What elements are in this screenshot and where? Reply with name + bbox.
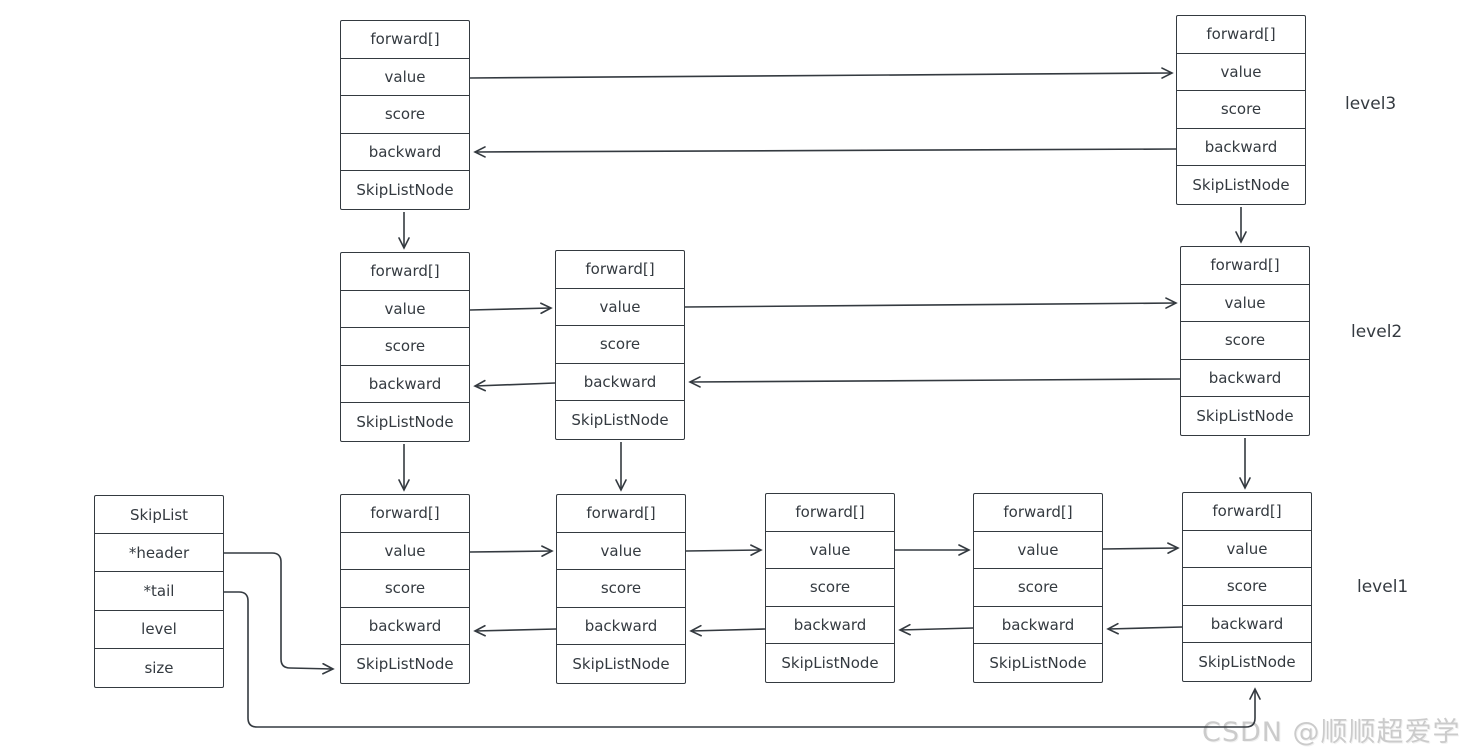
field-forward-array: forward[] xyxy=(341,253,469,291)
label-level2: level2 xyxy=(1351,322,1403,342)
field-backward: backward xyxy=(341,134,469,172)
arrow-level1-forward-col2-col3 xyxy=(685,544,763,556)
arrow-level1-backward-col3-col2 xyxy=(689,624,766,637)
node-level1-col3: forward[] value score backward SkipListN… xyxy=(765,493,895,683)
field-score: score xyxy=(766,569,894,607)
field-score: score xyxy=(341,570,469,608)
field-score: score xyxy=(341,96,469,134)
field-skiplistnode: SkipListNode xyxy=(572,655,670,674)
field-skiplistnode: SkipListNode xyxy=(1198,653,1296,672)
field-skiplistnode: SkipListNode xyxy=(356,413,454,432)
arrow-level1-forward-col1-col2 xyxy=(469,545,554,557)
field-value: value xyxy=(1183,531,1311,569)
field-skiplistnode: SkipListNode xyxy=(781,654,879,673)
field-skiplistnode: SkipListNode xyxy=(356,655,454,674)
field-value: value xyxy=(557,533,685,571)
field-value: value xyxy=(1177,54,1305,92)
field-score: score xyxy=(1177,91,1305,129)
field-backward: backward xyxy=(341,608,469,646)
skiplist-field-level: level xyxy=(95,611,223,649)
field-value: value xyxy=(341,291,469,329)
arrow-level1-backward-col5-col4 xyxy=(1106,622,1183,635)
csdn-watermark: CSDN @顺顺超爱学 xyxy=(1202,717,1461,748)
node-level2-col2: forward[] value score backward SkipListN… xyxy=(555,250,685,440)
skiplist-field-tail: *tail xyxy=(95,572,223,611)
field-backward: backward xyxy=(1177,129,1305,167)
skiplist-title: SkipList xyxy=(95,496,223,535)
field-skiplistnode: SkipListNode xyxy=(1192,176,1290,195)
label-level1: level1 xyxy=(1357,577,1409,597)
field-score: score xyxy=(1183,568,1311,606)
node-level1-col1: forward[] value score backward SkipListN… xyxy=(340,494,470,684)
field-skiplistnode: SkipListNode xyxy=(571,411,669,430)
field-forward-array: forward[] xyxy=(1183,493,1311,531)
field-backward: backward xyxy=(1183,606,1311,644)
field-forward-array: forward[] xyxy=(1181,247,1309,285)
field-skiplistnode: SkipListNode xyxy=(356,181,454,200)
field-value: value xyxy=(974,532,1102,570)
field-score: score xyxy=(974,569,1102,607)
arrow-level1-backward-col4-col3 xyxy=(898,623,974,636)
field-value: value xyxy=(556,289,684,327)
field-score: score xyxy=(557,570,685,608)
arrow-level3-forward xyxy=(469,67,1174,79)
field-backward: backward xyxy=(1181,360,1309,398)
field-backward: backward xyxy=(556,364,684,402)
field-forward-array: forward[] xyxy=(766,494,894,532)
field-skiplistnode: SkipListNode xyxy=(989,654,1087,673)
field-backward: backward xyxy=(341,366,469,404)
field-forward-array: forward[] xyxy=(341,495,469,533)
label-level3: level3 xyxy=(1345,94,1397,114)
arrow-level1-backward-col2-col1 xyxy=(473,624,557,637)
field-backward: backward xyxy=(974,607,1102,645)
field-forward-array: forward[] xyxy=(556,251,684,289)
field-score: score xyxy=(341,328,469,366)
field-forward-array: forward[] xyxy=(341,21,469,59)
skiplist-struct-box: SkipList *header *tail level size xyxy=(94,495,224,688)
arrow-header-pointer xyxy=(224,552,335,675)
field-backward: backward xyxy=(766,607,894,645)
skiplist-field-header: *header xyxy=(95,534,223,573)
field-value: value xyxy=(1181,285,1309,323)
node-level1-col4: forward[] value score backward SkipListN… xyxy=(973,493,1103,683)
field-value: value xyxy=(766,532,894,570)
field-forward-array: forward[] xyxy=(557,495,685,533)
node-level3-col1: forward[] value score backward SkipListN… xyxy=(340,20,470,210)
field-skiplistnode: SkipListNode xyxy=(1196,407,1294,426)
node-level1-col2: forward[] value score backward SkipListN… xyxy=(556,494,686,684)
field-forward-array: forward[] xyxy=(1177,16,1305,54)
arrow-level1-forward-col4-col5 xyxy=(1102,542,1180,554)
arrow-level2-forward-col2-col5 xyxy=(684,297,1178,309)
field-score: score xyxy=(1181,322,1309,360)
field-value: value xyxy=(341,533,469,571)
field-forward-array: forward[] xyxy=(974,494,1102,532)
field-score: score xyxy=(556,326,684,364)
arrow-level2-backward-col2-col1 xyxy=(473,379,556,392)
node-level1-col5: forward[] value score backward SkipListN… xyxy=(1182,492,1312,682)
arrow-level2-forward-col1-col2 xyxy=(469,302,553,315)
arrow-level3-backward xyxy=(473,146,1177,158)
skiplist-field-size: size xyxy=(144,658,174,677)
field-value: value xyxy=(341,59,469,97)
arrow-level2-backward-col5-col2 xyxy=(688,376,1181,388)
field-backward: backward xyxy=(557,608,685,646)
node-level2-col1: forward[] value score backward SkipListN… xyxy=(340,252,470,442)
node-level3-col5: forward[] value score backward SkipListN… xyxy=(1176,15,1306,205)
node-level2-col5: forward[] value score backward SkipListN… xyxy=(1180,246,1310,436)
